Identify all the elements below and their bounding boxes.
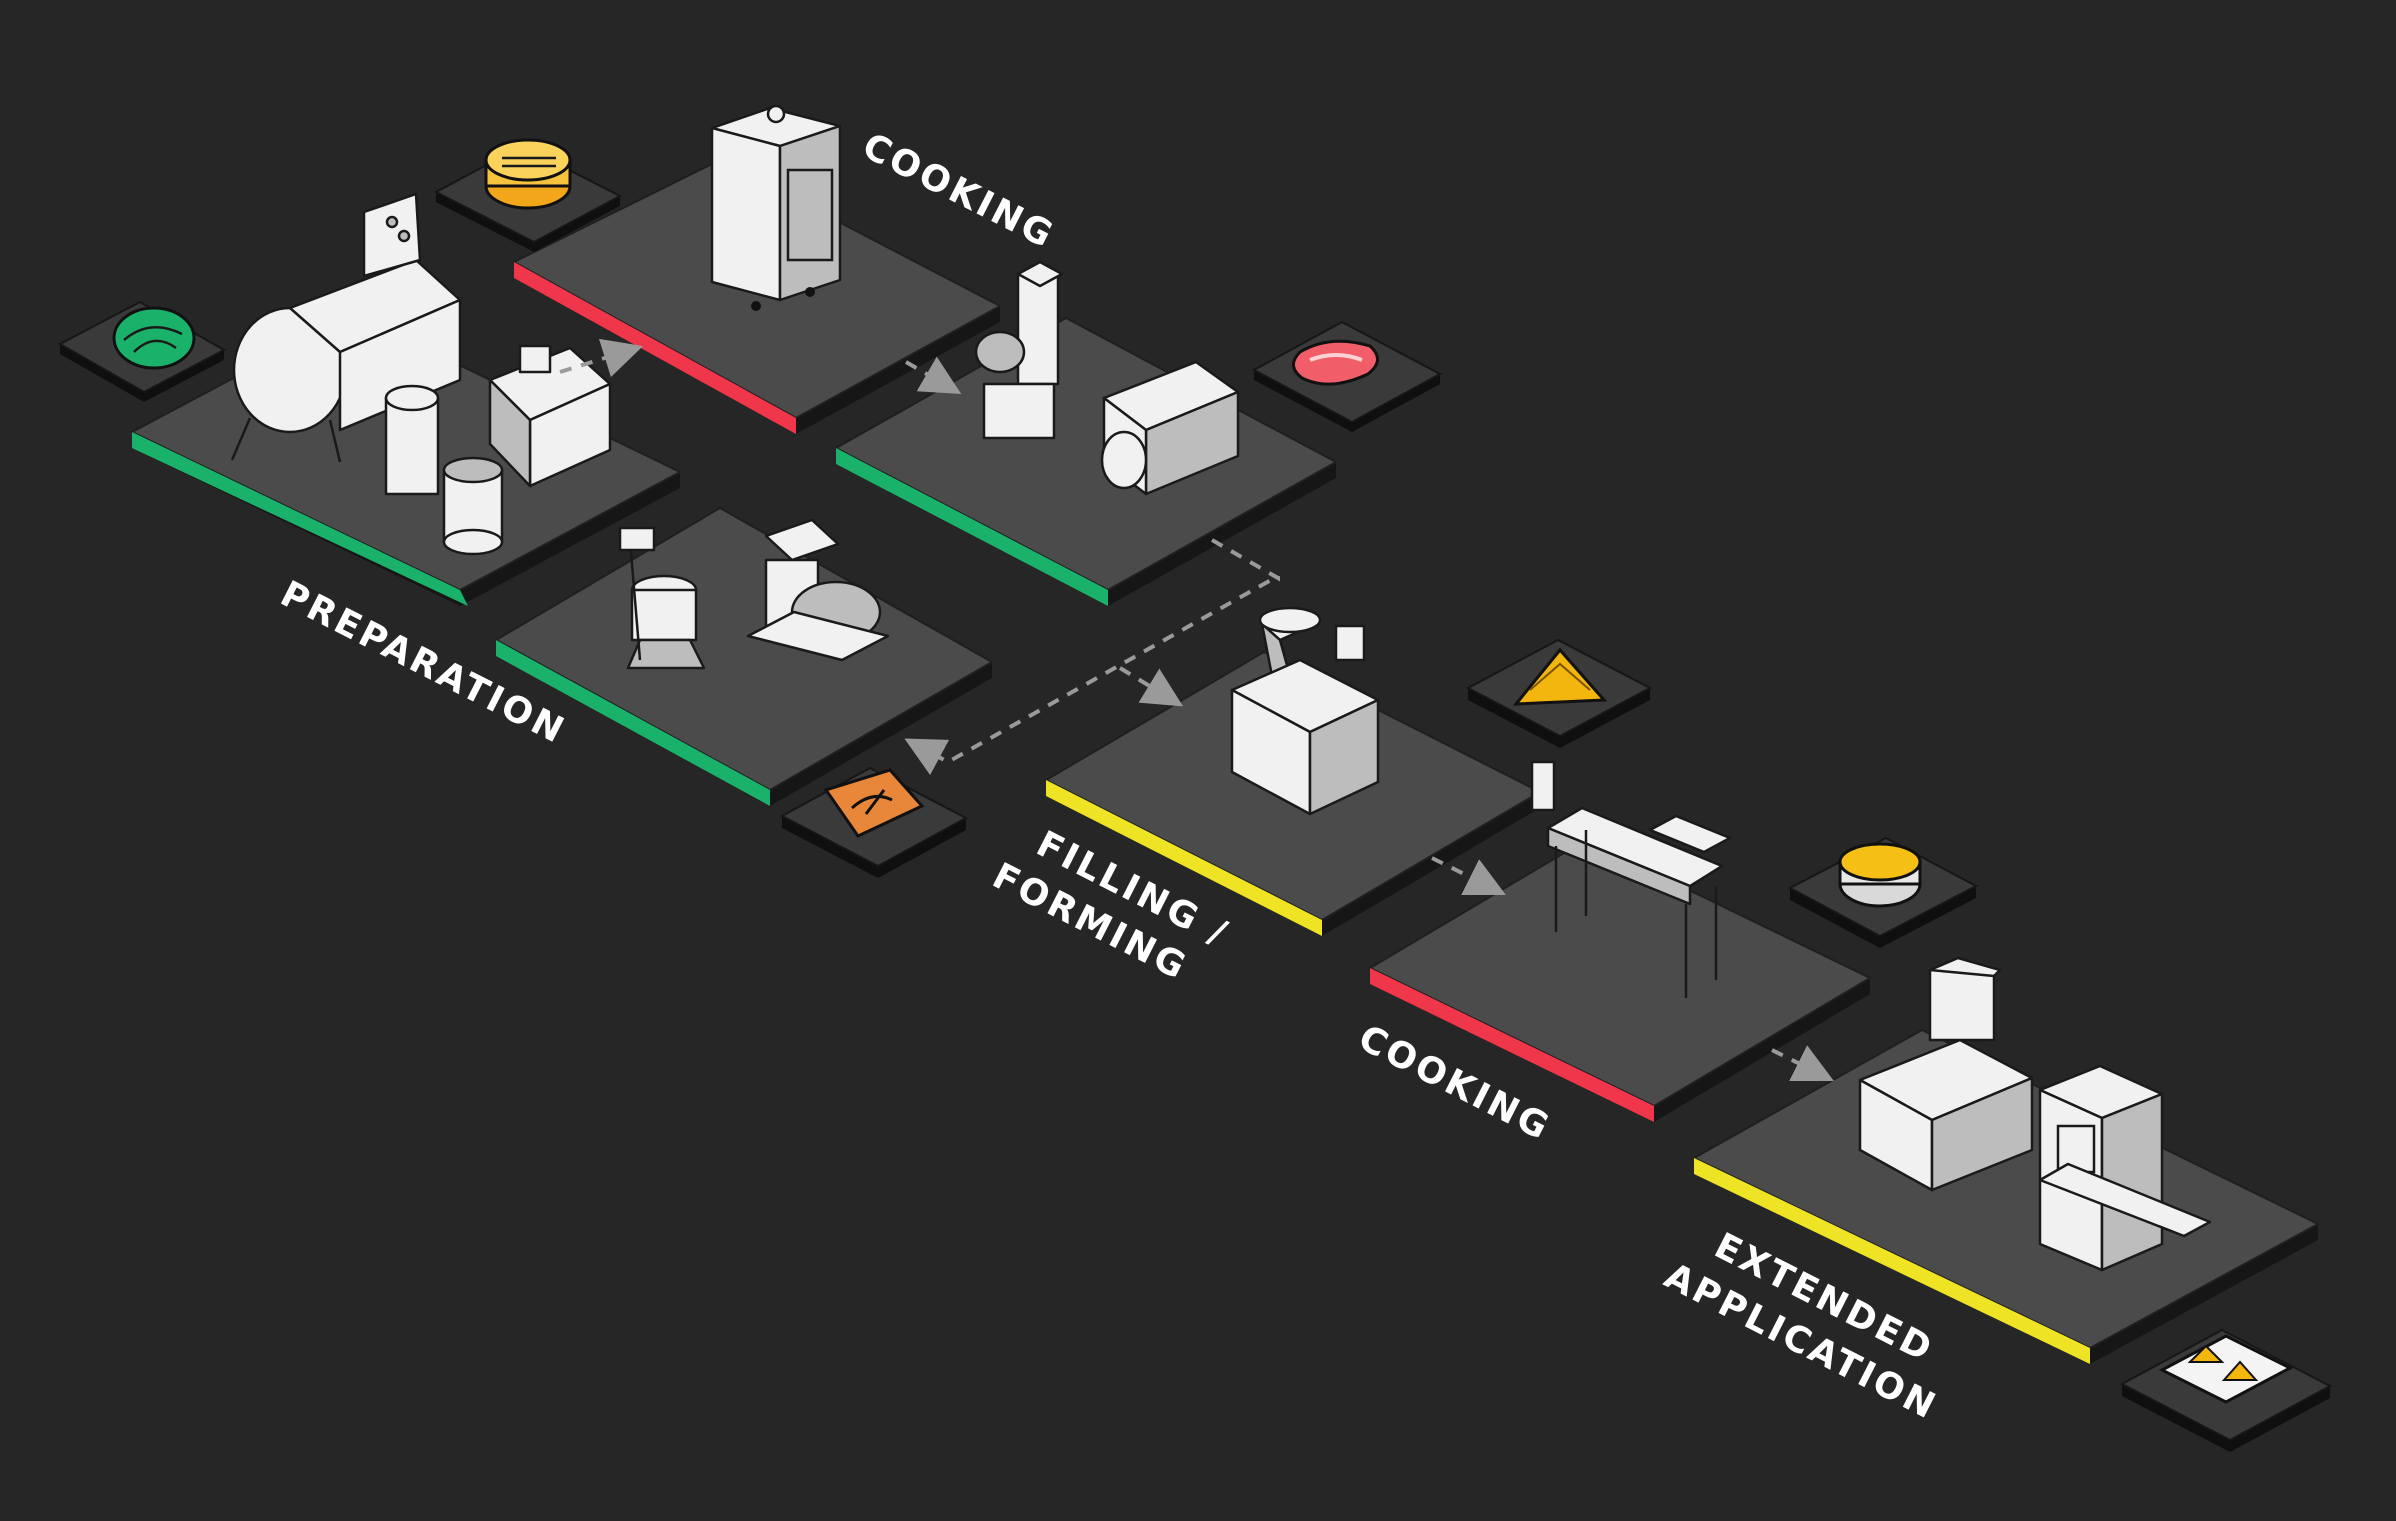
flow-arrow-2 [904,356,962,395]
platform-preparation-flour [493,506,995,806]
vegetable-slicer-machine [488,344,612,488]
steam-cabinet-oven [710,104,842,311]
packaging-oven-machine [2038,1064,2212,1272]
stage-bar-preparation-2 [496,640,770,806]
meat-mixer-machine [1100,360,1240,496]
platform-extended-application [1691,1028,2321,1364]
flour-sack-icon [779,766,969,878]
centrifuge-machine [442,456,504,556]
pot-icon [1787,836,1979,948]
label-cooking-top: COOKING [856,125,1061,257]
platform-cooking-bottom [1367,838,1873,1122]
stage-bar-extended [1694,1158,2090,1364]
dumpling-tray-icon [2119,1328,2333,1452]
stage-bar-cooking-bottom [1370,968,1654,1122]
cabbage-icon [57,300,227,402]
steamer-basket-icon [433,138,623,252]
flow-arrow-5 [1431,856,1506,895]
flour-sifter-machine [618,526,706,670]
meat-steak-icon [1251,320,1443,432]
dough-mixer-machine [746,518,890,662]
flow-arrow-4 [1118,666,1184,707]
flow-arrow-1 [559,338,644,378]
meat-grinder-machine [974,260,1064,440]
filling-forming-machine [1230,606,1380,816]
stage-bar-preparation-3 [836,448,1108,606]
stage-bar-preparation-1 [132,432,468,606]
cylinder-processor-machine [384,384,440,496]
flow-arrow-6 [1771,1045,1834,1081]
vegetable-washer-machine [230,192,462,463]
flow-arrow-3 [904,538,1280,776]
dumpling-forming-machine [1858,956,2034,1192]
conveyor-fryer-machine [1530,760,1732,998]
dumpling-icon [1465,638,1653,748]
stage-bar-cooking-top [514,262,796,434]
stage-bar-filling [1046,780,1322,936]
